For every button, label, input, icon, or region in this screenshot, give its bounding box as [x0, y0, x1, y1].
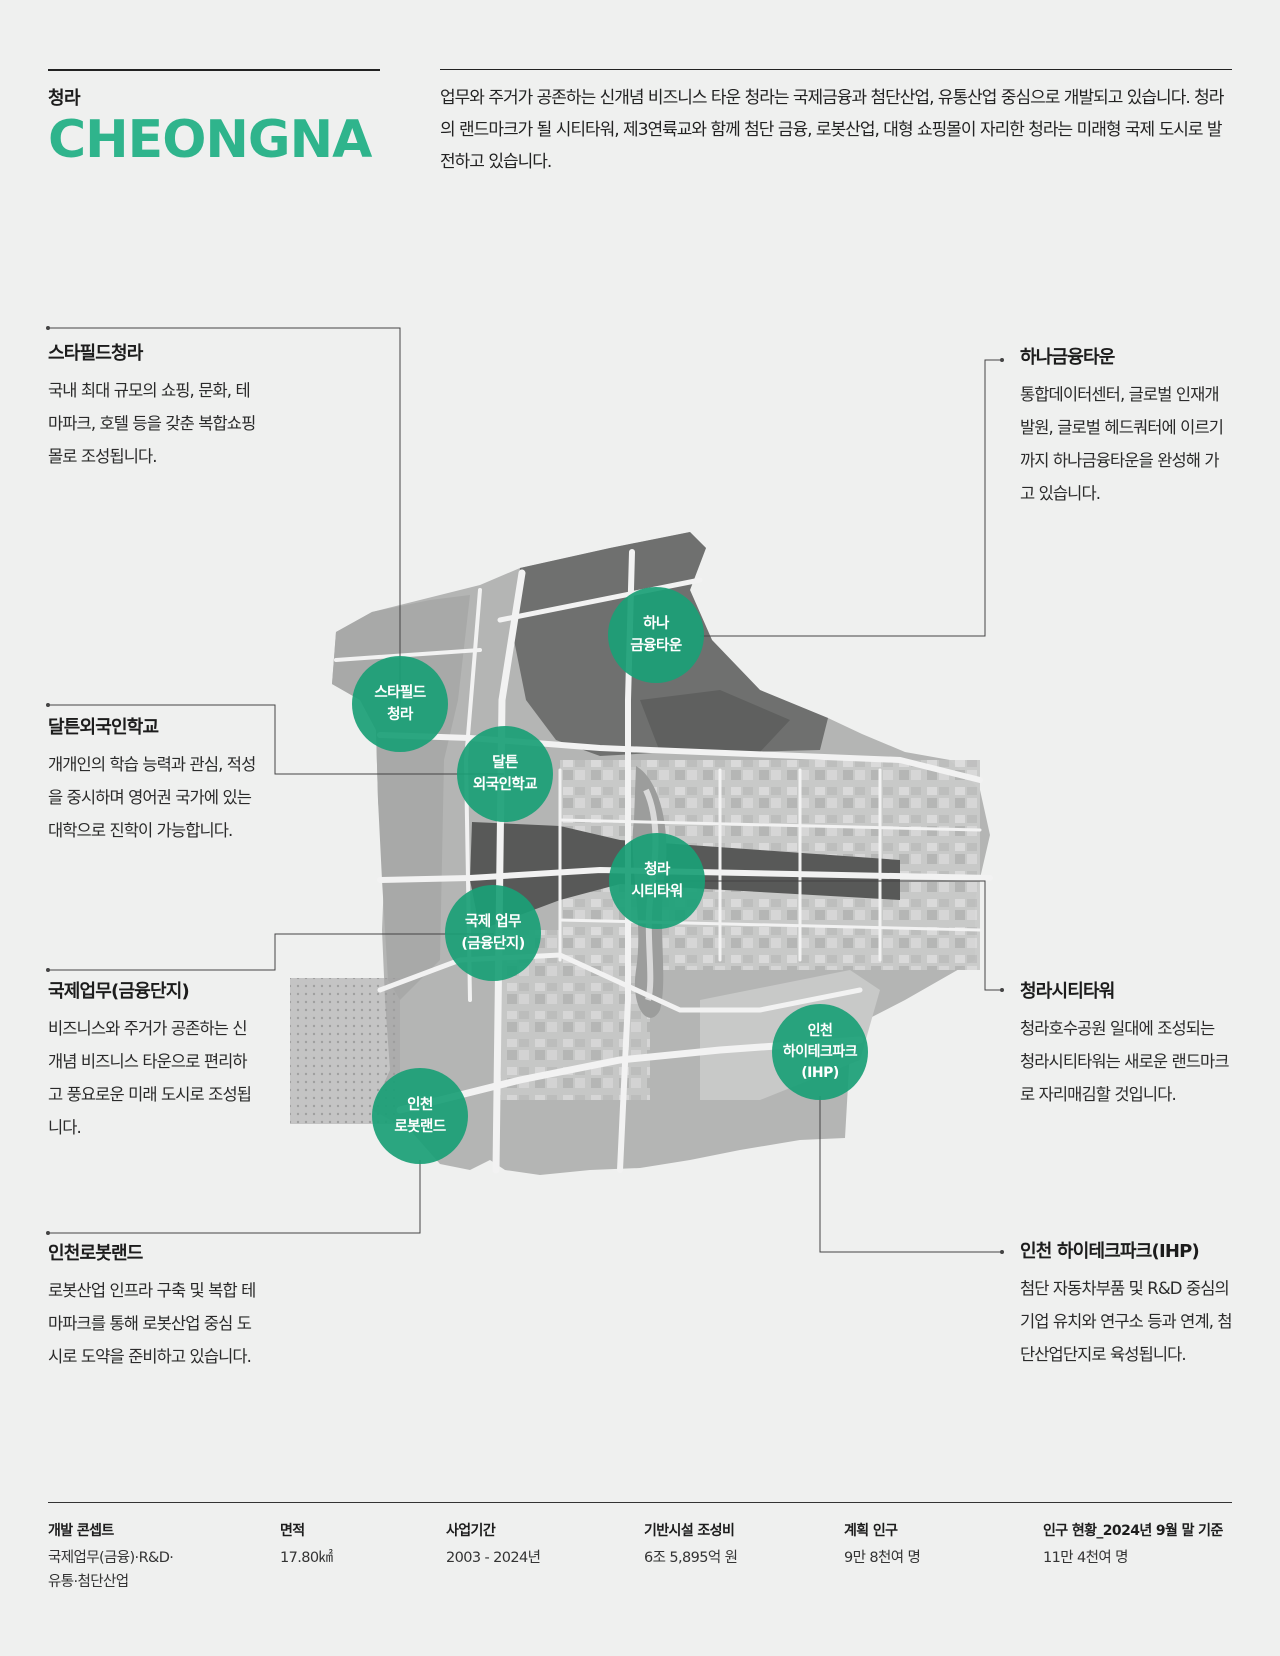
callout-starfield: 스타필드청라 국내 최대 규모의 쇼핑, 문화, 테마파크, 호텔 등을 갖춘 … [48, 342, 260, 473]
callout-desc: 국내 최대 규모의 쇼핑, 문화, 테마파크, 호텔 등을 갖춘 복합쇼핑몰로 … [48, 381, 256, 466]
header-rule-left [48, 69, 380, 71]
stat-label: 면적 [280, 1523, 305, 1539]
header-rule-right [440, 69, 1232, 70]
stat-current-population: 인구 현황_2024년 9월 말 기준 11만 4천여 명 [1043, 1520, 1223, 1570]
map-marker-starfield[interactable]: 스타필드 청라 [352, 656, 448, 752]
callout-desc: 비즈니스와 주거가 공존하는 신개념 비즈니스 타운으로 편리하고 풍요로운 미… [48, 1019, 252, 1137]
map-marker-intl-business[interactable]: 국제 업무 (금융단지) [445, 885, 541, 981]
callout-title: 달튼외국인학교 [48, 717, 159, 738]
stat-value: 국제업무(금융)·R&D· 유통·첨단산업 [48, 1550, 174, 1590]
stat-concept: 개발 콘셉트 국제업무(금융)·R&D· 유통·첨단산업 [48, 1520, 174, 1594]
callout-title: 하나금융타운 [1020, 347, 1115, 368]
stat-value: 9만 8천여 명 [844, 1550, 921, 1566]
callout-dalton: 달튼외국인학교 개개인의 학습 능력과 관심, 적성을 중시하며 영어권 국가에… [48, 716, 260, 847]
stat-label: 사업기간 [446, 1523, 496, 1539]
stat-label: 인구 현황_2024년 9월 말 기준 [1043, 1523, 1223, 1539]
stat-period: 사업기간 2003 - 2024년 [446, 1520, 541, 1570]
footer-rule [48, 1502, 1232, 1503]
stat-area: 면적 17.80㎢ [280, 1520, 333, 1570]
callout-desc: 청라호수공원 일대에 조성되는 청라시티타워는 새로운 랜드마크로 자리매김할 … [1020, 1019, 1230, 1104]
map-marker-citytower[interactable]: 청라 시티타워 [609, 833, 705, 929]
stat-label: 기반시설 조성비 [644, 1523, 735, 1539]
map-marker-dalton[interactable]: 달튼 외국인학교 [457, 726, 553, 822]
callout-citytower: 청라시티타워 청라호수공원 일대에 조성되는 청라시티타워는 새로운 랜드마크로… [1020, 980, 1232, 1111]
stat-infra-cost: 기반시설 조성비 6조 5,895억 원 [644, 1520, 738, 1570]
stat-value: 17.80㎢ [280, 1550, 333, 1566]
callout-title: 스타필드청라 [48, 343, 143, 364]
stat-label: 계획 인구 [844, 1523, 898, 1539]
district-english-name: CHEONGNA [48, 110, 372, 170]
district-korean-name: 청라 [48, 88, 81, 109]
stat-value: 2003 - 2024년 [446, 1550, 541, 1566]
callout-intl-business: 국제업무(금융단지) 비즈니스와 주거가 공존하는 신개념 비즈니스 타운으로 … [48, 980, 260, 1144]
callout-desc: 통합데이터센터, 글로벌 인재개발원, 글로벌 헤드쿼터에 이르기까지 하나금융… [1020, 385, 1224, 503]
callout-title: 청라시티타워 [1020, 981, 1115, 1002]
stat-value: 6조 5,895억 원 [644, 1550, 738, 1566]
stat-label: 개발 콘셉트 [48, 1523, 114, 1539]
map-marker-hana[interactable]: 하나 금융타운 [608, 587, 704, 683]
callout-title: 인천 하이테크파크(IHP) [1020, 1241, 1200, 1262]
map-marker-robotland[interactable]: 인천 로봇랜드 [372, 1068, 468, 1164]
callout-title: 인천로봇랜드 [48, 1243, 143, 1264]
stat-value: 11만 4천여 명 [1043, 1550, 1128, 1566]
callout-desc: 개개인의 학습 능력과 관심, 적성을 중시하며 영어권 국가에 있는 대학으로… [48, 755, 256, 840]
callout-ihp: 인천 하이테크파크(IHP) 첨단 자동차부품 및 R&D 중심의 기업 유치와… [1020, 1240, 1233, 1371]
map-marker-ihp[interactable]: 인천 하이테크파크 (IHP) [772, 1004, 868, 1100]
callout-robotland: 인천로봇랜드 로봇산업 인프라 구축 및 복합 테마파크를 통해 로봇산업 중심… [48, 1242, 260, 1373]
callout-desc: 로봇산업 인프라 구축 및 복합 테마파크를 통해 로봇산업 중심 도시로 도약… [48, 1281, 256, 1366]
callout-title: 국제업무(금융단지) [48, 981, 190, 1002]
intro-paragraph: 업무와 주거가 공존하는 신개념 비즈니스 타운 청라는 국제금융과 첨단산업,… [440, 88, 1224, 172]
callout-desc: 첨단 자동차부품 및 R&D 중심의 기업 유치와 연구소 등과 연계, 첨단산… [1020, 1279, 1233, 1364]
callout-hana: 하나금융타운 통합데이터센터, 글로벌 인재개발원, 글로벌 헤드쿼터에 이르기… [1020, 346, 1232, 510]
stat-planned-population: 계획 인구 9만 8천여 명 [844, 1520, 921, 1570]
